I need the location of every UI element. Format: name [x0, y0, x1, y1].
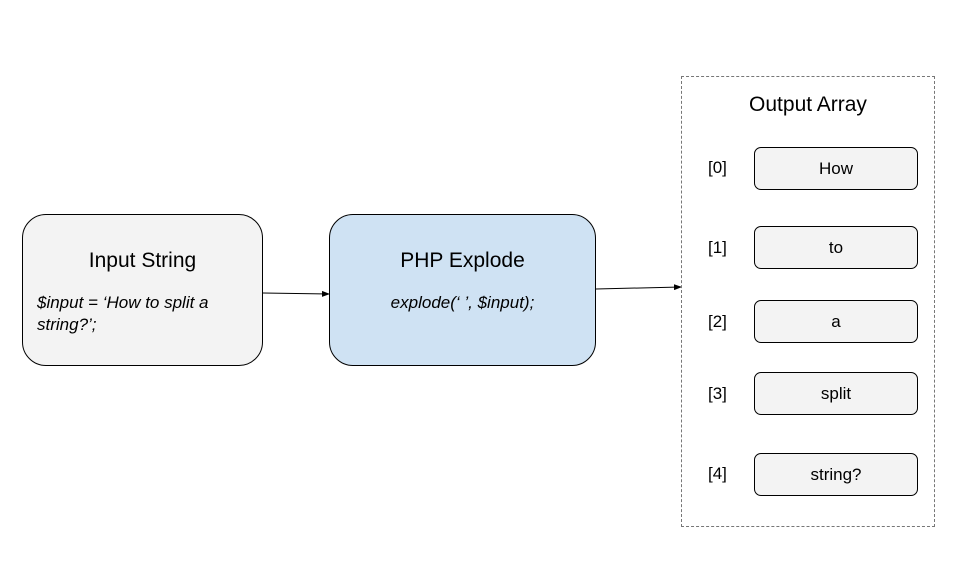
- php-explode-node: PHP Explode explode(‘ ’, $input);: [329, 214, 596, 366]
- input-string-code: $input = ‘How to split a string?’;: [37, 293, 209, 334]
- array-index-2: [2]: [708, 312, 727, 331]
- array-index-3: [3]: [708, 384, 727, 403]
- array-element-0: How: [754, 147, 918, 190]
- array-element-1: to: [754, 226, 918, 269]
- output-array-title: Output Array: [749, 93, 867, 116]
- input-string-node: Input String $input = ‘How to split a st…: [22, 214, 263, 366]
- array-index-4: [4]: [708, 464, 727, 483]
- array-element-2: a: [754, 300, 918, 343]
- output-array-container: Output Array [0] How [1] to [2] a [3] sp…: [681, 76, 935, 527]
- arrow-explode-to-output: [595, 284, 682, 291]
- array-index-1: [1]: [708, 238, 727, 257]
- array-index-0: [0]: [708, 158, 727, 177]
- arrow-input-to-explode: [262, 290, 330, 297]
- array-element-4: string?: [754, 453, 918, 496]
- array-element-3: split: [754, 372, 918, 415]
- input-string-title: Input String: [88, 249, 197, 272]
- php-explode-title: PHP Explode: [400, 249, 525, 272]
- php-explode-code: explode(‘ ’, $input);: [390, 293, 535, 312]
